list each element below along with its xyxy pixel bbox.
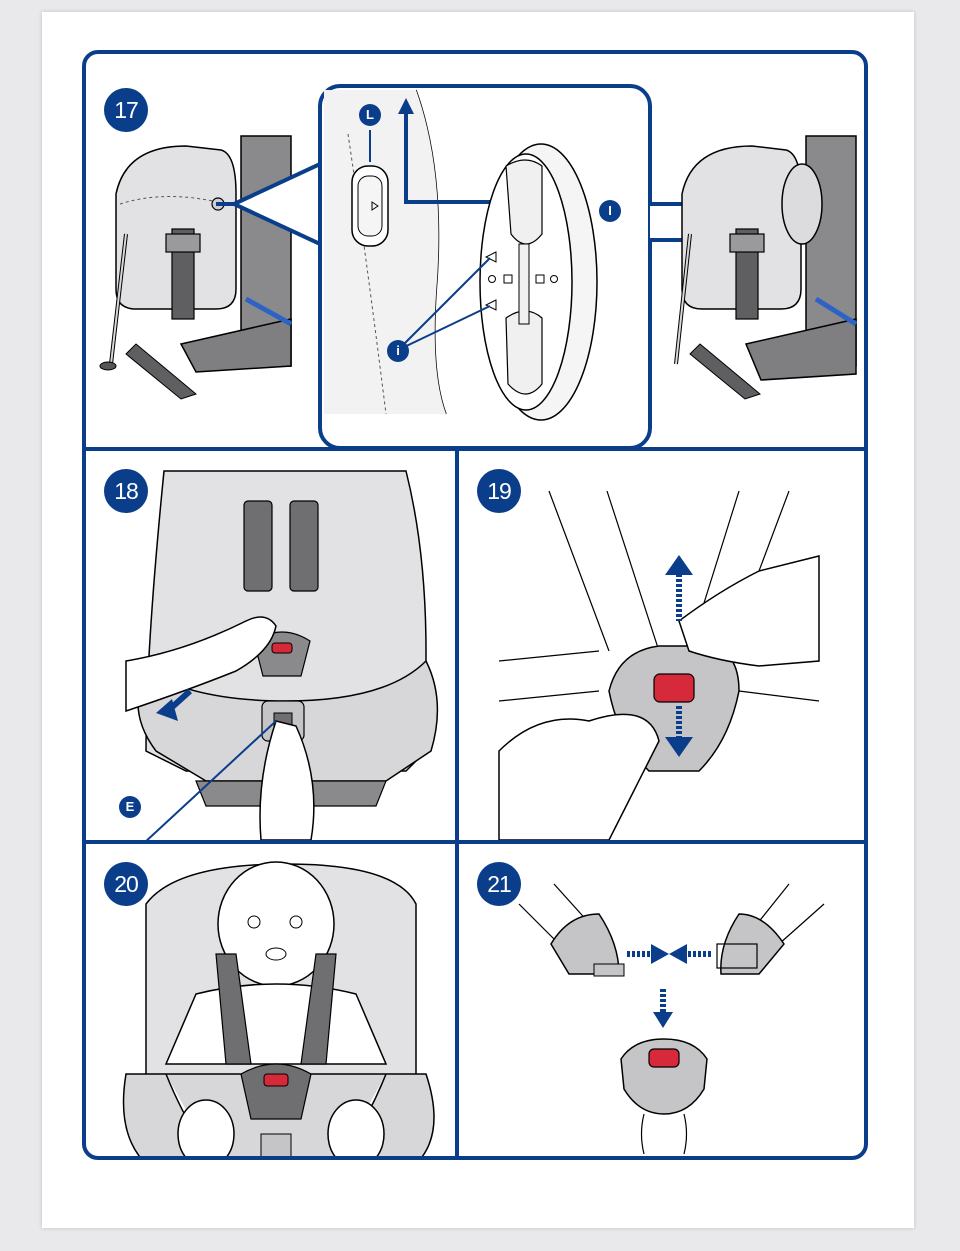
step-number-badge: 19: [477, 469, 521, 513]
step-21-illustration: [518, 883, 825, 1155]
callout-headrest-cover: I: [599, 200, 621, 222]
callout-release-lever: L: [359, 104, 381, 126]
step-number-badge: 20: [104, 862, 148, 906]
step-18-panel: 18 E: [86, 451, 455, 840]
zoom-detail: [229, 84, 652, 447]
callout-indicators: i: [387, 340, 409, 362]
divider-column: [455, 447, 459, 1156]
step-number-badge: 21: [477, 862, 521, 906]
step-20-illustration: [122, 861, 435, 1156]
instruction-page: 17 L I i 18 E: [42, 12, 914, 1228]
step-number-badge: 17: [104, 88, 148, 132]
step-20-panel: 20: [86, 844, 455, 1156]
step-19-illustration: [498, 490, 820, 840]
divider-row-1: [86, 447, 864, 451]
step-19-panel: 19: [459, 451, 864, 840]
callout-buckle-release: E: [119, 796, 141, 818]
step-21-panel: 21: [459, 844, 864, 1156]
instruction-frame: 17 L I i 18 E: [82, 50, 868, 1160]
step-17-panel: 17 L I i: [86, 54, 864, 447]
step-18-illustration: [125, 470, 439, 840]
step-17-illustration: [99, 84, 858, 447]
divider-row-2: [86, 840, 864, 844]
step-number-badge: 18: [104, 469, 148, 513]
seat-before-illustration: [99, 135, 318, 400]
seat-after-illustration: [674, 135, 858, 400]
